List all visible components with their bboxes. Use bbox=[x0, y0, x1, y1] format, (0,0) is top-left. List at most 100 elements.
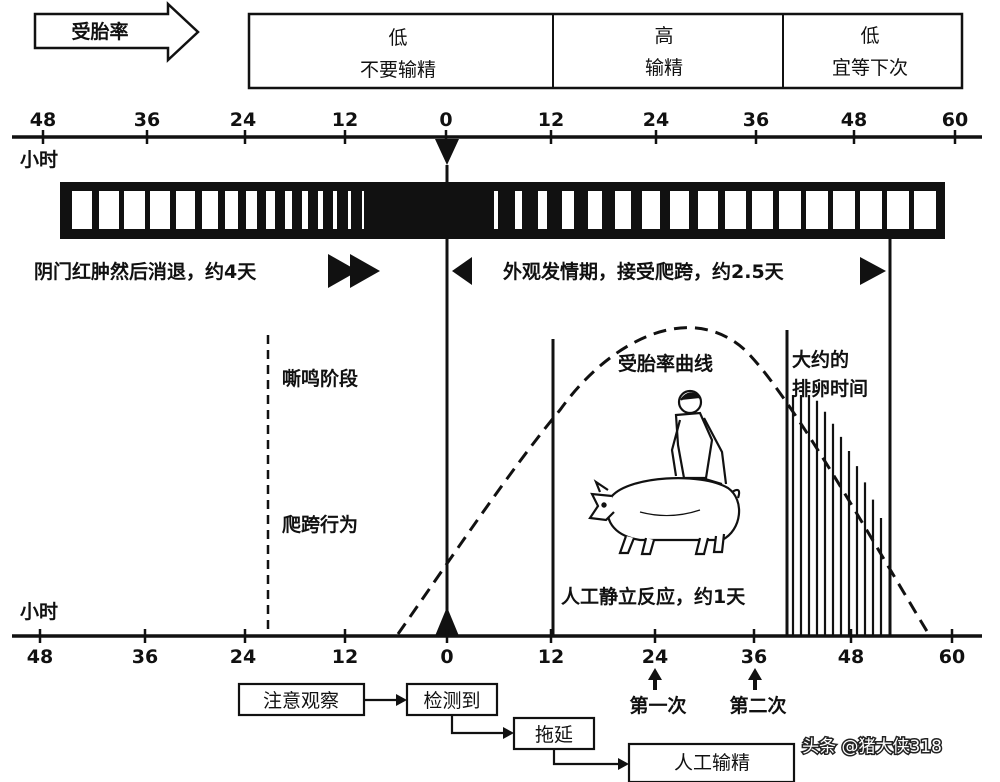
top-tick-label: 12 bbox=[332, 109, 358, 131]
bottom-tick-label: 60 bbox=[939, 646, 965, 668]
ovulation-hatching bbox=[791, 395, 883, 636]
top-tick-label: 36 bbox=[743, 109, 769, 131]
top-axis-unit: 小时 bbox=[20, 149, 58, 171]
band-stripe bbox=[494, 191, 498, 229]
ovulation-label-line2: 排卵时间 bbox=[792, 377, 868, 400]
insemination-box bbox=[627, 742, 796, 782]
band-stripe bbox=[99, 191, 119, 229]
observe-label: 注意观察 bbox=[263, 690, 339, 712]
segment-high-title: 高 bbox=[654, 25, 673, 47]
flow-arrow-icon bbox=[503, 727, 514, 739]
band-stripe bbox=[670, 191, 689, 229]
band-stripe bbox=[914, 191, 936, 229]
flow-connector bbox=[450, 715, 505, 735]
bottom-tick-labels: 48 36 24 12 0 12 24 36 48 60 bbox=[27, 646, 965, 668]
watermark-text: 头条 @猪大侠318 bbox=[802, 737, 942, 757]
bottom-time-axis: 小时 48 36 24 12 0 12 24 36 48 60 bbox=[12, 601, 982, 668]
detected-label: 检测到 bbox=[423, 690, 480, 712]
band-stripe bbox=[887, 191, 909, 229]
band-stripe bbox=[333, 191, 337, 229]
pig-with-handler-illustration bbox=[588, 389, 741, 556]
first-insemination-marker: 第一次 bbox=[629, 668, 687, 717]
segment-high-note: 输精 bbox=[645, 57, 683, 79]
first-time-label: 第一次 bbox=[629, 694, 686, 717]
top-tick-label: 48 bbox=[841, 109, 867, 131]
band-stripe bbox=[266, 191, 275, 229]
estrus-intensity-band bbox=[60, 182, 945, 239]
mounting-behavior-label: 爬跨行为 bbox=[281, 513, 358, 536]
bottom-tick-label: 24 bbox=[642, 646, 668, 668]
band-stripe bbox=[615, 191, 631, 229]
segment-low-title: 低 bbox=[388, 27, 407, 49]
band-stripe bbox=[202, 191, 218, 229]
band-stripe bbox=[833, 191, 855, 229]
band-stripe bbox=[515, 191, 522, 229]
bottom-axis-unit: 小时 bbox=[20, 601, 58, 623]
second-time-label: 第二次 bbox=[729, 694, 786, 717]
band-stripe bbox=[642, 191, 660, 229]
top-tick-label: 36 bbox=[134, 109, 160, 131]
arrow-left-icon bbox=[452, 257, 472, 285]
band-stripe bbox=[246, 191, 257, 229]
top-tick-labels: 48 36 24 12 0 12 24 36 48 60 bbox=[30, 109, 968, 131]
band-stripe bbox=[698, 191, 718, 229]
band-stripe bbox=[72, 191, 92, 229]
vulva-swelling-label: 阴门红肿然后消退，约4天 bbox=[34, 260, 257, 283]
conception-rate-curve bbox=[396, 326, 930, 635]
ovulation-label-line1: 大约的 bbox=[792, 348, 849, 371]
band-stripe bbox=[225, 191, 238, 229]
conception-rate-label: 受胎率 bbox=[71, 20, 128, 43]
flow-arrow-icon bbox=[618, 758, 629, 770]
bottom-tick-label: 12 bbox=[538, 646, 564, 668]
up-arrow-icon bbox=[648, 668, 662, 690]
band-stripe bbox=[752, 191, 773, 229]
detected-box bbox=[405, 682, 499, 717]
bottom-tick-label: 24 bbox=[230, 646, 256, 668]
up-arrow-icon bbox=[748, 668, 762, 690]
bottom-tick-label: 36 bbox=[132, 646, 158, 668]
top-tick-label: 12 bbox=[538, 109, 564, 131]
top-tick-label: 24 bbox=[643, 109, 669, 131]
top-tick-label: 0 bbox=[439, 109, 452, 131]
bottom-tick-label: 0 bbox=[440, 646, 453, 668]
band-stripe bbox=[285, 191, 292, 229]
procedure-flow: 注意观察 检测到 拖延 人工输精 bbox=[237, 682, 796, 782]
segment-low-note: 不要输精 bbox=[360, 59, 436, 81]
band-stripe bbox=[725, 191, 746, 229]
zero-marker-down bbox=[435, 139, 459, 165]
bottom-tick-label: 48 bbox=[838, 646, 864, 668]
segment-low2-note: 宜等下次 bbox=[832, 57, 908, 79]
band-stripe bbox=[779, 191, 801, 229]
second-insemination-marker: 第二次 bbox=[729, 668, 787, 717]
insemination-label: 人工输精 bbox=[674, 752, 750, 774]
band-stripe bbox=[176, 191, 195, 229]
band-stripe bbox=[124, 191, 145, 229]
visible-estrus-label: 外观发情期，接受爬跨，约2.5天 bbox=[503, 260, 785, 283]
bottom-tick-label: 12 bbox=[332, 646, 358, 668]
zero-marker-up bbox=[435, 607, 459, 636]
band-stripe bbox=[806, 191, 828, 229]
band-stripe bbox=[150, 191, 170, 229]
standing-reflex-label: 人工静立反应，约1天 bbox=[561, 585, 746, 608]
conception-rate-box: 低 不要输精 高 输精 低 宜等下次 bbox=[247, 12, 964, 90]
grunting-stage-label: 嘶鸣阶段 bbox=[282, 367, 359, 390]
band-stripe bbox=[562, 191, 574, 229]
flow-arrow-icon bbox=[396, 694, 407, 706]
conception-rate-arrow: 受胎率 bbox=[33, 1, 200, 63]
top-tick-label: 60 bbox=[942, 109, 968, 131]
conception-curve-label: 受胎率曲线 bbox=[618, 352, 713, 375]
band-stripe bbox=[302, 191, 308, 229]
band-stripe bbox=[348, 191, 351, 229]
top-time-axis: 48 36 24 12 0 12 24 36 48 60 小时 bbox=[12, 109, 982, 171]
top-tick-label: 48 bbox=[30, 109, 56, 131]
band-stripe bbox=[538, 191, 547, 229]
double-arrow-right-icon bbox=[328, 254, 380, 288]
delay-label: 拖延 bbox=[535, 724, 573, 746]
band-stripe bbox=[860, 191, 882, 229]
segment-low2-title: 低 bbox=[860, 25, 879, 47]
band-stripe bbox=[362, 191, 364, 229]
band-stripe bbox=[588, 191, 602, 229]
arrow-right-icon bbox=[860, 257, 886, 285]
top-tick-label: 24 bbox=[230, 109, 256, 131]
band-stripe bbox=[318, 191, 323, 229]
